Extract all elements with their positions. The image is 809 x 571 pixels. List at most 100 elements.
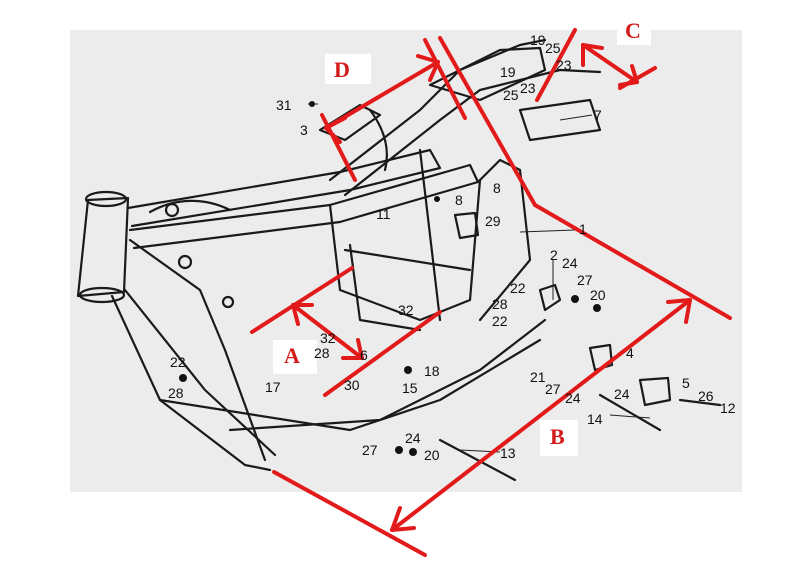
dimension-tick-a2 xyxy=(323,310,442,397)
part-number: 3 xyxy=(300,122,308,138)
arrowhead-a1 xyxy=(291,303,314,326)
part-number: 19 xyxy=(500,64,516,80)
downtube-inner xyxy=(128,238,267,462)
clamp-29 xyxy=(453,211,480,240)
part-number: 32 xyxy=(398,302,414,318)
engine-mount-left xyxy=(348,243,422,332)
part-number: 12 xyxy=(720,400,736,416)
dimension-ext-c xyxy=(438,36,537,207)
label-box-b xyxy=(540,420,578,456)
part-number: 4 xyxy=(626,345,634,361)
center-frame-loop xyxy=(328,178,482,322)
part-number: 28 xyxy=(314,345,330,361)
dimension-tick-d1 xyxy=(320,113,357,182)
part-number: 27 xyxy=(362,442,378,458)
gusset xyxy=(148,199,232,214)
part-number: 20 xyxy=(424,447,440,463)
part-number: 11 xyxy=(376,206,391,222)
steering-head-bottom xyxy=(78,286,126,304)
motorcycle-frame-drawing xyxy=(76,38,722,482)
part-number: 28 xyxy=(492,296,508,312)
arrowhead-b2 xyxy=(666,298,692,324)
part-number: 24 xyxy=(405,430,421,446)
label-box-a xyxy=(273,340,317,374)
center-post-right xyxy=(476,158,532,322)
part-number: 8 xyxy=(493,180,501,196)
dimension-tick-c1 xyxy=(535,28,577,102)
part-number: 5 xyxy=(682,375,690,391)
dimension-annotations xyxy=(250,28,732,557)
steering-head-top xyxy=(84,190,128,208)
rear-grab-plate xyxy=(518,98,602,142)
dimension-line-c xyxy=(581,43,639,84)
part-number: 17 xyxy=(265,379,281,395)
part-number: 7 xyxy=(594,107,602,123)
part-number: 20 xyxy=(590,287,606,303)
leader-1 xyxy=(519,229,576,233)
dimension-ext-b-bottom xyxy=(272,470,427,557)
center-post-left xyxy=(418,148,442,322)
part-number: 19 xyxy=(530,32,546,48)
part-number: 27 xyxy=(545,381,561,397)
tab xyxy=(177,254,193,270)
part-number: 28 xyxy=(168,385,184,401)
nut-27 xyxy=(571,295,579,303)
part-number: 22 xyxy=(492,313,508,329)
part-number: 32 xyxy=(320,330,336,346)
part-number: 26 xyxy=(698,388,714,404)
pivot-bracket xyxy=(538,283,562,312)
front-downtube-right xyxy=(123,288,277,457)
nut-15 xyxy=(404,366,412,374)
part-number: 24 xyxy=(565,390,581,406)
part-number: 22 xyxy=(510,280,526,296)
lower-rail-right xyxy=(228,318,547,432)
nut-24 xyxy=(395,446,403,454)
part-number: 18 xyxy=(424,363,440,379)
dimension-ext-b-top xyxy=(533,203,732,320)
label-box-d xyxy=(325,54,371,84)
part-number: 2 xyxy=(550,247,558,263)
steering-head xyxy=(76,196,130,298)
bolt-13 xyxy=(438,438,517,482)
tab xyxy=(164,202,180,218)
footrest-peg-14 xyxy=(598,393,662,432)
part-number: 23 xyxy=(520,80,536,96)
part-number: 1 xyxy=(579,221,587,237)
footrest-bracket-5 xyxy=(638,376,672,407)
part-number: 6 xyxy=(360,347,368,363)
nut-20 xyxy=(593,304,601,312)
part-number: 15 xyxy=(402,380,418,396)
nut-20b xyxy=(409,448,417,456)
part-number: 30 xyxy=(344,377,360,393)
arrowhead-b1 xyxy=(390,506,416,532)
part-number: 14 xyxy=(587,411,603,427)
seat-bracket-arm xyxy=(368,108,388,172)
label-c: C xyxy=(625,18,641,43)
leader-14 xyxy=(609,414,651,419)
part-number: 13 xyxy=(500,445,516,461)
part-number: 25 xyxy=(545,40,561,56)
part-number: 22 xyxy=(170,354,186,370)
cross-brace xyxy=(343,248,472,272)
bolt-8 xyxy=(434,196,440,202)
footrest-bracket-4 xyxy=(588,343,614,372)
top-tube-left xyxy=(126,148,442,228)
dimension-line-a xyxy=(291,303,364,360)
dimension-letters: D C B A xyxy=(273,15,651,456)
part-number: 24 xyxy=(562,255,578,271)
part-number: 23 xyxy=(556,57,572,73)
arrowhead-c1 xyxy=(581,43,604,67)
part-number: 25 xyxy=(503,87,519,103)
tab xyxy=(221,295,235,309)
bolt-12 xyxy=(678,398,722,407)
part-number: 24 xyxy=(614,386,630,402)
arrowhead-d2 xyxy=(416,54,440,82)
label-box-c xyxy=(617,15,651,45)
label-a: A xyxy=(284,343,300,368)
arrowhead-d1 xyxy=(324,116,347,144)
label-d: D xyxy=(334,57,350,82)
part-callouts: 1 2 4 5 7 8 8 11 12 13 14 15 17 18 19 19… xyxy=(168,32,736,463)
part-number: 29 xyxy=(485,213,501,229)
dimension-tick-d2 xyxy=(423,38,467,120)
